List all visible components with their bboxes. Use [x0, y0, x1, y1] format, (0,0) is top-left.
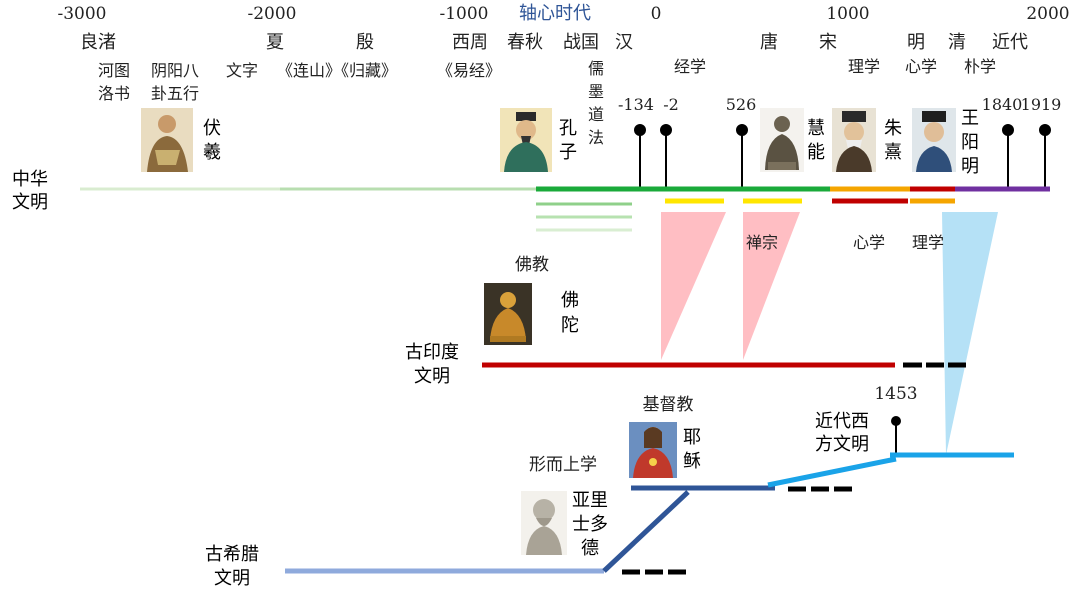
event-marker-dot [1002, 124, 1014, 136]
event-marker-label: 1840 [982, 95, 1023, 114]
china-civ-label: 文明 [12, 192, 48, 213]
person-name: 朱 [884, 118, 902, 139]
puxue-label: 朴学 [964, 57, 996, 76]
hundred-schools-labels: 儒 墨 道 法 [588, 59, 604, 147]
person-name: 孔 [559, 118, 577, 139]
wangyangming-portrait-icon [912, 108, 956, 172]
event-marker-dot [736, 124, 748, 136]
china-event-marker-labels: -134 -2 526 1840 1919 [618, 95, 1061, 114]
dynasty-label: 宋 [819, 32, 837, 53]
jingxue-label: 经学 [674, 57, 706, 76]
dynasty-row: 良渚 夏 殷 西周 春秋 战国 汉 唐 宋 明 清 近代 [80, 32, 1028, 53]
india-civ-label: 文明 [414, 366, 450, 387]
school-label: 墨 [588, 82, 604, 101]
event-marker-label: -134 [618, 95, 654, 114]
year-label: -1000 [439, 4, 488, 24]
person-name: 能 [807, 142, 825, 163]
work-label: 洛书 [98, 84, 130, 103]
modern-west-label: 近代西 [815, 411, 869, 432]
person-name: 慧 [807, 118, 825, 139]
dynasty-label: 良渚 [80, 32, 116, 53]
event-marker-label: 1919 [1021, 95, 1062, 114]
lixue-branch-label: 理学 [912, 233, 944, 252]
dynasty-label: 春秋 [507, 32, 543, 53]
greece-timeline-line [285, 452, 1014, 575]
school-label: 法 [588, 128, 604, 147]
chan-influence-wedge-1 [661, 212, 726, 360]
year-label: 1000 [826, 4, 869, 24]
west-event-marker [891, 416, 901, 454]
person-name: 羲 [203, 142, 221, 163]
fuxi-portrait-icon [141, 108, 193, 172]
person-name: 稣 [683, 451, 701, 472]
school-label: 道 [588, 105, 604, 124]
person-name: 耶 [683, 427, 701, 448]
greece-civ-label: 古希腊 [205, 544, 259, 565]
dynasty-label: 明 [907, 32, 925, 53]
dynasty-label: 汉 [615, 32, 633, 53]
event-marker-dot [1039, 124, 1051, 136]
axial-age-label: 轴心时代 [519, 3, 591, 24]
year-label: -2000 [247, 4, 296, 24]
person-name: 伏 [203, 118, 221, 139]
china-civ-label: 中华 [12, 169, 48, 190]
christianity-label: 基督教 [643, 395, 694, 415]
dynasty-label: 夏 [266, 32, 284, 53]
person-name: 佛 [561, 290, 579, 311]
jesus-portrait-icon [629, 422, 677, 478]
dynasty-label: 唐 [760, 32, 778, 53]
buddhism-label: 佛教 [515, 255, 549, 275]
dynasty-label: 战国 [563, 32, 599, 53]
person-name: 明 [961, 156, 979, 177]
west-influence-wedge [942, 212, 998, 455]
aristotle-bust-icon [521, 491, 567, 555]
chanzong-label: 禅宗 [746, 233, 778, 252]
person-name: 子 [559, 142, 577, 163]
event-marker-label: 1453 [874, 384, 917, 404]
event-marker-dot [634, 124, 646, 136]
work-label: 河图 [98, 61, 130, 80]
event-marker-label: 526 [726, 95, 757, 114]
modern-west-label: 方文明 [815, 434, 869, 455]
person-name: 亚里 [572, 490, 608, 511]
dynasty-label: 殷 [356, 32, 374, 53]
huineng-statue-icon [760, 108, 804, 172]
china-timeline-line [80, 186, 1050, 232]
china-event-markers [634, 124, 1051, 188]
chan-influence-wedge-2 [743, 212, 800, 360]
xinxue-label: 心学 [905, 57, 937, 76]
person-name: 陀 [561, 315, 579, 336]
work-label: 《连山》《归藏》 [277, 61, 397, 80]
person-name: 士多 [572, 514, 608, 535]
person-name: 王 [961, 108, 979, 129]
person-name: 德 [581, 538, 599, 559]
year-label: -3000 [57, 4, 106, 24]
work-label: 卦五行 [151, 84, 199, 103]
confucius-portrait-icon [500, 108, 552, 172]
event-marker-dot [891, 416, 901, 426]
person-name: 熹 [884, 142, 902, 163]
dynasty-label: 西周 [452, 32, 488, 53]
lixue-label: 理学 [848, 57, 880, 76]
greece-civ-label: 文明 [214, 568, 250, 589]
work-label: 《易经》 [437, 61, 501, 80]
year-label: 2000 [1026, 4, 1069, 24]
dynasty-label: 清 [948, 32, 966, 53]
person-name: 阳 [961, 132, 979, 153]
buddha-statue-icon [484, 283, 532, 345]
metaphysics-label: 形而上学 [529, 455, 597, 475]
event-marker-dot [660, 124, 672, 136]
works-row: 河图 洛书 阴阳八 卦五行 文字 《连山》《归藏》 《易经》 经学 理学 心学 … [98, 57, 996, 103]
xinxue-branch-label: 心学 [853, 233, 885, 252]
school-label: 儒 [588, 59, 604, 78]
year-axis: -3000 -2000 -1000 0 1000 2000 轴心时代 [57, 3, 1069, 24]
dynasty-label: 近代 [992, 32, 1028, 53]
zhuxi-portrait-icon [832, 108, 876, 172]
work-label: 阴阳八 [151, 61, 199, 80]
india-civ-label: 古印度 [405, 342, 459, 363]
work-label: 文字 [226, 61, 258, 80]
year-label: 0 [651, 4, 662, 24]
event-marker-label: -2 [663, 95, 679, 114]
